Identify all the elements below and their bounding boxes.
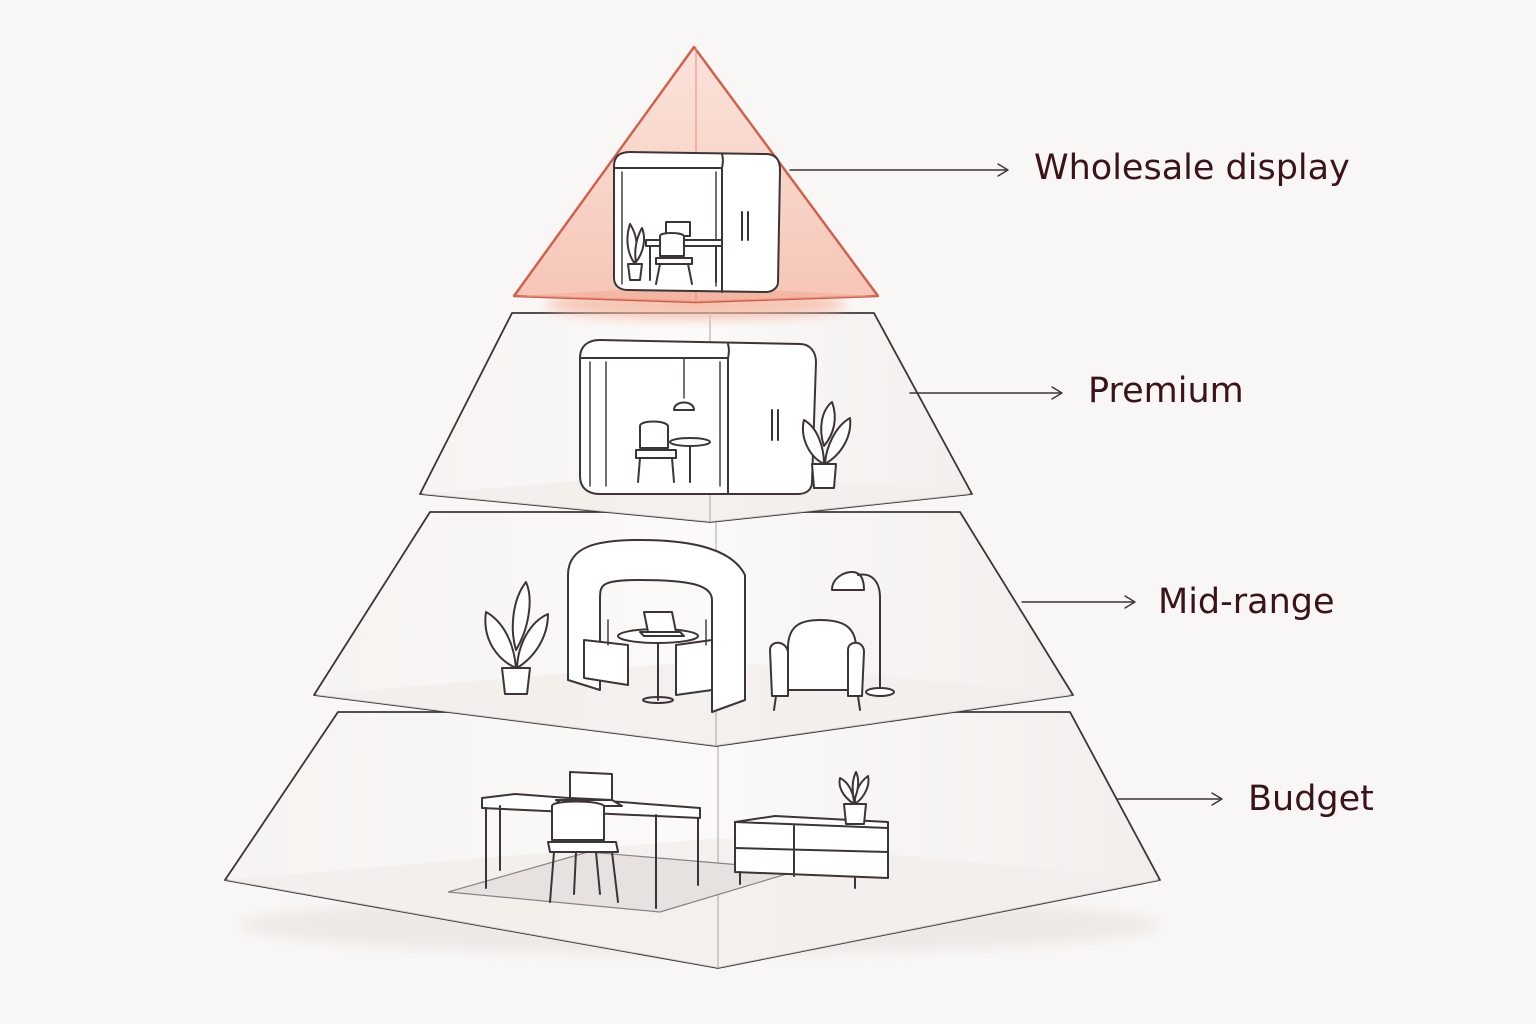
connector-budget <box>1117 792 1223 806</box>
chair-icon <box>547 800 619 903</box>
shelving-unit-icon <box>734 815 889 889</box>
tier-wholesale-display <box>512 45 880 319</box>
connector-wholesale <box>789 163 1009 177</box>
label-mid-range: Mid-range <box>1158 582 1335 622</box>
label-wholesale-display: Wholesale display <box>1034 148 1350 188</box>
label-budget: Budget <box>1248 779 1374 819</box>
tier-mid-range <box>313 511 1074 747</box>
armchair-icon <box>769 619 865 711</box>
tier-premium <box>419 312 973 523</box>
connector-premium <box>909 386 1063 400</box>
glass-pod-icon <box>579 339 817 495</box>
tier-budget <box>224 711 1161 969</box>
office-pod-icon <box>613 151 781 293</box>
plant-icon <box>838 771 870 825</box>
potted-plant-icon <box>802 401 852 489</box>
label-premium: Premium <box>1088 371 1244 411</box>
connector-mid-range <box>1021 595 1136 609</box>
floor-lamp-icon <box>831 571 895 697</box>
potted-plant-icon <box>484 581 549 695</box>
booth-seating-icon <box>567 539 746 713</box>
